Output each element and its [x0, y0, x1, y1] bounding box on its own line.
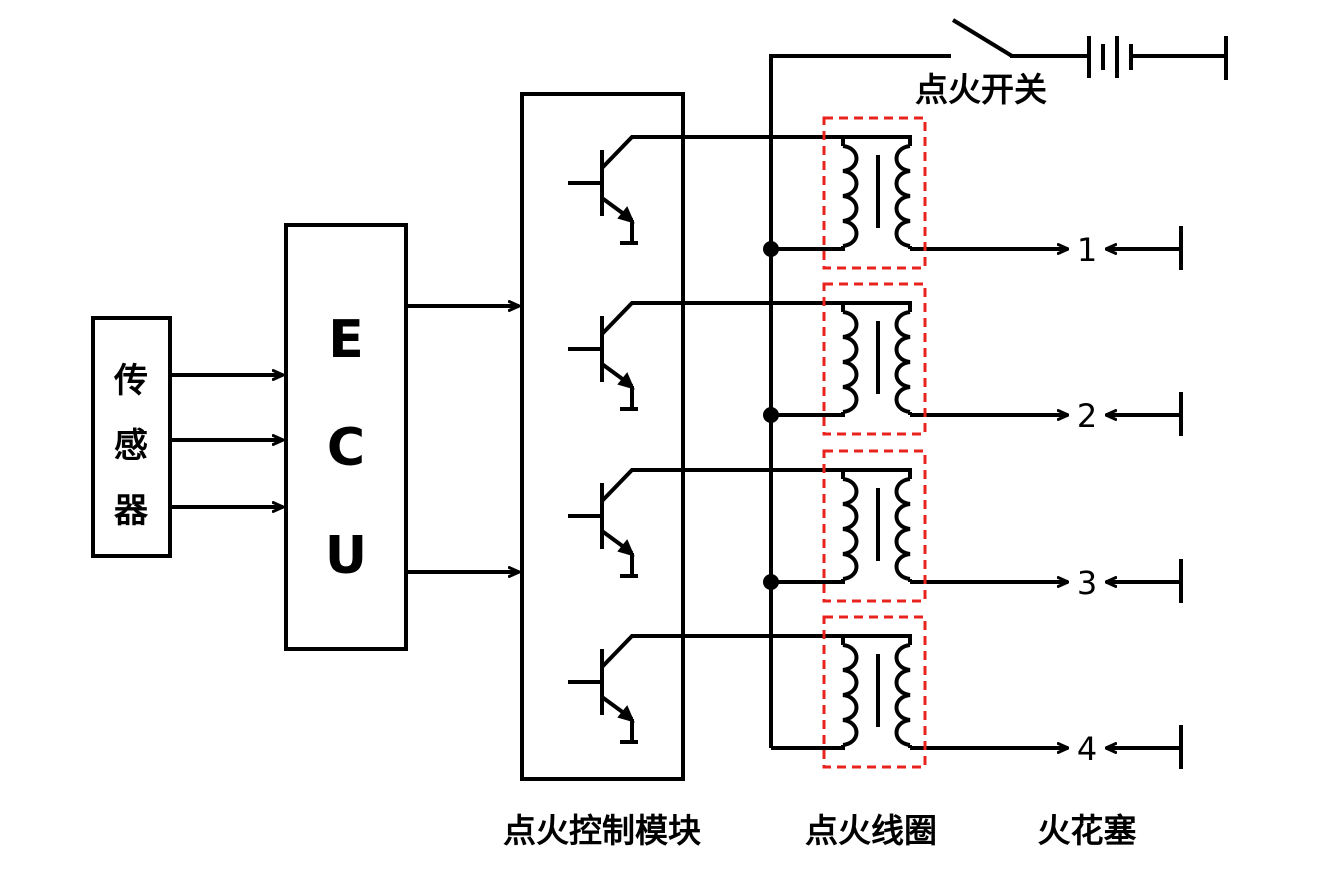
transistor-collector — [600, 634, 771, 669]
ignition-switch-label: 点火开关 — [915, 70, 1047, 109]
coil-dashed-box — [822, 449, 927, 603]
transistors — [568, 135, 771, 744]
ignition-module-box — [520, 92, 685, 781]
transistor-ground-lead — [620, 553, 638, 578]
emitter-arrow-icon — [617, 372, 635, 390]
ignition-module-label: 点火控制模块 — [503, 811, 701, 850]
ecu-to-module-arrows — [406, 306, 519, 572]
spark-plug-3 — [1106, 559, 1183, 603]
ignition-coil-1 — [771, 116, 1068, 270]
transistor-4 — [568, 634, 771, 744]
cylinder-number-2: 2 — [1077, 397, 1097, 435]
junction-dot — [763, 574, 779, 590]
primary-top-lead — [771, 634, 845, 645]
secondary-winding — [894, 643, 911, 747]
ignition-coils — [763, 116, 1068, 769]
junction-dot — [763, 407, 779, 423]
secondary-top-lead — [843, 301, 912, 312]
secondary-winding — [894, 477, 911, 581]
primary-top-lead — [771, 301, 845, 312]
primary-bottom-lead — [771, 412, 845, 417]
secondary-top-lead — [843, 468, 912, 479]
secondary-top-lead — [843, 634, 912, 645]
primary-bottom-lead — [771, 246, 845, 251]
emitter-arrow-icon — [617, 705, 635, 723]
coil-dashed-box — [822, 116, 927, 270]
sensor-label-3: 器 — [114, 491, 149, 531]
coil-dashed-box — [822, 615, 927, 769]
sensor-label-2: 感 — [114, 426, 148, 466]
emitter-arrow-icon — [617, 539, 635, 557]
primary-winding — [842, 144, 859, 248]
power-supply — [769, 18, 1228, 748]
transistor-1 — [568, 135, 771, 245]
coil-dashed-box — [822, 282, 927, 436]
ignition-coil-2 — [771, 282, 1068, 436]
spark-plug-2 — [1106, 392, 1183, 436]
ecu-block: E C U — [284, 223, 408, 651]
spark-plug-label: 火花塞 — [1038, 811, 1137, 850]
ignition-coil-3 — [771, 449, 1068, 603]
primary-winding — [842, 310, 859, 414]
transistor-collector — [600, 301, 771, 336]
cylinder-number-3: 3 — [1077, 564, 1097, 602]
ecu-label-e: E — [328, 310, 364, 370]
primary-winding — [842, 643, 859, 747]
sensor-box — [91, 316, 172, 558]
transistor-ground-lead — [620, 220, 638, 245]
junction-dot — [763, 241, 779, 257]
supply-bus — [769, 54, 951, 748]
primary-winding — [842, 477, 859, 581]
primary-top-lead — [771, 135, 845, 146]
primary-bottom-lead — [771, 745, 845, 750]
ignition-coil-label: 点火线圈 — [805, 811, 937, 850]
sensor-label-1: 传 — [113, 361, 148, 401]
sensor-block: 传 感 器 — [91, 316, 172, 558]
ecu-label-u: U — [325, 526, 367, 586]
ecu-label-c: C — [327, 418, 365, 478]
transistor-2 — [568, 301, 771, 411]
cylinder-number-1: 1 — [1077, 231, 1097, 269]
transistor-ground-lead — [620, 719, 638, 744]
secondary-winding — [894, 144, 911, 248]
transistor-ground-lead — [620, 386, 638, 411]
ignition-switch-blade — [951, 18, 1014, 58]
secondary-top-lead — [843, 135, 912, 146]
ignition-coil-4 — [771, 615, 1068, 769]
spark-plug-4 — [1106, 725, 1183, 769]
ecu-box — [284, 223, 408, 651]
transistor-3 — [568, 468, 771, 578]
transistor-collector — [600, 135, 771, 170]
transistor-collector — [600, 468, 771, 503]
secondary-winding — [894, 310, 911, 414]
sensor-to-ecu-arrows — [170, 375, 283, 507]
primary-bottom-lead — [771, 579, 845, 584]
primary-top-lead — [771, 468, 845, 479]
cylinder-number-4: 4 — [1077, 730, 1097, 768]
emitter-arrow-icon — [617, 206, 635, 224]
spark-plug-1 — [1106, 226, 1183, 270]
